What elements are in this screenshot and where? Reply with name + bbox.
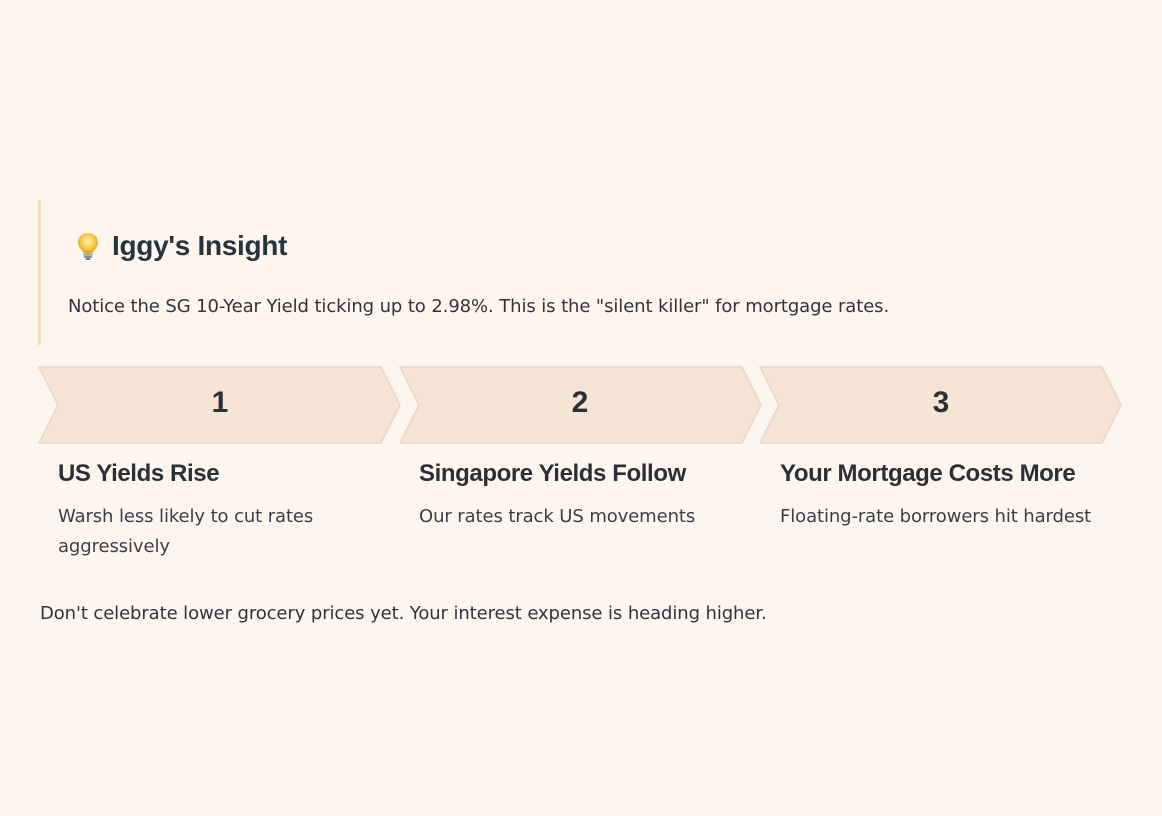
lightbulb-icon — [74, 231, 102, 261]
step-2-description: Our rates track US movements — [419, 506, 696, 527]
step-1-content: US Yields Rise Warsh less likely to cut … — [58, 460, 398, 562]
step-2-content: Singapore Yields Follow Our rates track … — [419, 460, 759, 532]
step-1-chevron — [38, 366, 401, 444]
insight-title: Iggy's Insight — [112, 230, 288, 261]
step-3-chevron — [759, 366, 1122, 444]
insight-body-text: Notice the SG 10-Year Yield ticking up t… — [68, 296, 890, 317]
step-3-description: Floating-rate borrowers hit hardest — [780, 506, 1092, 527]
step-2-number: 2 — [571, 386, 589, 419]
step-2-title: Singapore Yields Follow — [419, 460, 686, 487]
step-1-number: 1 — [211, 386, 229, 419]
process-steps: 1 2 3 — [38, 366, 1122, 444]
step-3-content: Your Mortgage Costs More Floating-rate b… — [780, 460, 1120, 532]
insight-callout: Iggy's Insight Notice the SG 10-Year Yie… — [38, 200, 1118, 345]
step-3-number: 3 — [932, 386, 950, 419]
step-2-chevron — [399, 366, 762, 444]
footer-note: Don't celebrate lower grocery prices yet… — [40, 603, 767, 624]
step-1-title: US Yields Rise — [58, 460, 220, 487]
step-3-title: Your Mortgage Costs More — [780, 460, 1076, 487]
insight-header: Iggy's Insight — [74, 230, 287, 262]
step-1-description: Warsh less likely to cut rates aggressiv… — [58, 506, 314, 557]
